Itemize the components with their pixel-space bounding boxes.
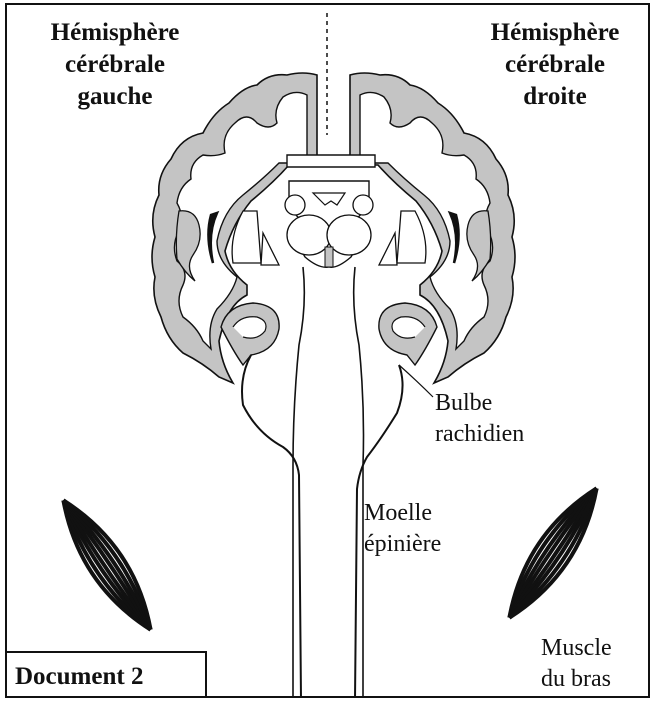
left-arm-muscle — [49, 491, 164, 639]
right-lentiform — [397, 211, 426, 263]
moelle-label-line1: Moelle — [364, 498, 441, 529]
left-hemisphere-label-line1: Hémisphère — [15, 17, 215, 49]
left-hemisphere-label-line2: cérébrale — [15, 49, 215, 81]
moelle-label-line2: épinière — [364, 529, 441, 560]
right-temporal-curl — [379, 303, 437, 365]
left-motor-pathway — [242, 355, 301, 698]
muscle-label-line2: du bras — [541, 664, 612, 695]
left-caudate — [285, 195, 305, 215]
bulbe-label-line1: Bulbe — [435, 388, 524, 419]
moelle-label: Moelle épinière — [364, 498, 441, 560]
right-pallidum — [379, 233, 397, 265]
muscle-label-line1: Muscle — [541, 633, 612, 664]
right-hemisphere-label-line3: droite — [455, 81, 650, 113]
third-ventricle-stem — [325, 247, 333, 267]
left-pallidum — [261, 233, 279, 265]
corpus-callosum — [287, 155, 375, 167]
bulbe-label-line2: rachidien — [435, 419, 524, 450]
right-hemisphere-label-line1: Hémisphère — [455, 17, 650, 49]
deep-structures — [232, 181, 426, 267]
bulbe-label: Bulbe rachidien — [435, 388, 524, 450]
diagram-frame: Hémisphère cérébrale gauche Hémisphère c… — [5, 3, 650, 698]
right-hemisphere-label-line2: cérébrale — [455, 49, 650, 81]
document-caption: Document 2 — [15, 663, 143, 691]
bulbe-pointer — [399, 365, 433, 397]
right-caudate — [353, 195, 373, 215]
right-hemisphere-label: Hémisphère cérébrale droite — [455, 17, 650, 113]
muscle-label: Muscle du bras — [541, 633, 612, 695]
right-arm-muscle — [495, 479, 610, 627]
left-hemisphere-label-line3: gauche — [15, 81, 215, 113]
left-hemisphere-label: Hémisphère cérébrale gauche — [15, 17, 215, 113]
document-caption-box: Document 2 — [7, 651, 207, 698]
right-thalamus — [327, 215, 371, 255]
left-thalamus — [287, 215, 331, 255]
